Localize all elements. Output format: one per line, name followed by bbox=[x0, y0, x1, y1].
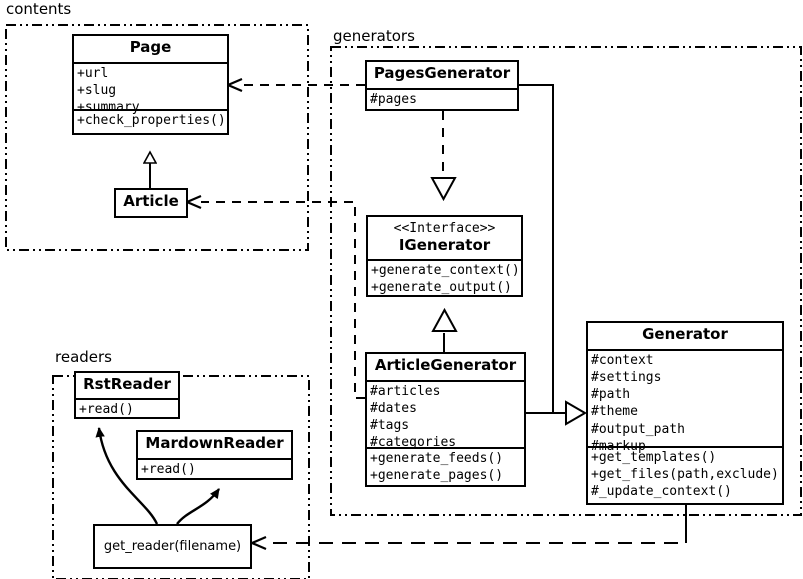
function-get-reader-label: get_reader(filename) bbox=[103, 539, 242, 554]
class-page-name: Page bbox=[129, 38, 172, 56]
class-rst-reader-methods: +read() bbox=[76, 398, 178, 417]
class-generator-name: Generator bbox=[642, 325, 728, 343]
attribute: #context bbox=[591, 353, 654, 368]
class-pages-generator-attributes: #pages bbox=[367, 88, 517, 109]
method: +read() bbox=[141, 462, 196, 477]
class-igenerator-label: IGenerator bbox=[398, 236, 491, 255]
connector-generator-uses-get-reader bbox=[249, 505, 687, 551]
method: +get_files(path,exclude) bbox=[591, 467, 779, 483]
class-rst-reader[interactable]: RstReader +read() bbox=[74, 371, 180, 419]
class-pages-generator-name: PagesGenerator bbox=[373, 64, 511, 82]
connector-pagesgenerator-realizes-igenerator bbox=[430, 111, 457, 202]
method: +generate_output() bbox=[371, 280, 512, 296]
connector-articlegenerator-realizes-igenerator bbox=[431, 307, 458, 352]
method: #_update_context() bbox=[591, 484, 732, 500]
connector-articlegenerator-uses-article bbox=[184, 194, 365, 399]
attribute: #tags bbox=[370, 418, 410, 434]
attribute: #dates bbox=[370, 401, 417, 417]
method: +check_properties() bbox=[77, 113, 226, 128]
connector-get-reader-returns-rstreader bbox=[95, 427, 159, 525]
method: +get_templates() bbox=[591, 450, 717, 465]
class-article-generator-name: ArticleGenerator bbox=[374, 356, 517, 374]
attribute: +slug bbox=[77, 83, 117, 99]
attribute: #categories bbox=[370, 435, 457, 451]
class-page[interactable]: Page +url +slug +summary +check_properti… bbox=[72, 34, 229, 135]
class-igenerator-stereotype: <<Interface>> bbox=[393, 221, 496, 236]
attribute: #output_path bbox=[591, 421, 685, 437]
class-article-name: Article bbox=[123, 192, 179, 210]
method: +generate_feeds() bbox=[370, 451, 504, 466]
attribute: #theme bbox=[591, 404, 638, 420]
package-label-generators: generators bbox=[333, 27, 415, 45]
class-pages-generator[interactable]: PagesGenerator #pages bbox=[365, 60, 519, 111]
class-mardown-reader[interactable]: MardownReader +read() bbox=[136, 430, 293, 480]
package-border-readers bbox=[52, 375, 310, 579]
class-mardown-reader-methods: +read() bbox=[138, 458, 291, 478]
class-rst-reader-name: RstReader bbox=[83, 375, 171, 393]
class-igenerator-methods: +generate_context() +generate_output() bbox=[368, 259, 521, 295]
class-igenerator-name: <<Interface>> IGenerator bbox=[368, 217, 521, 259]
attribute: #path bbox=[591, 387, 631, 403]
attribute: +url bbox=[77, 66, 109, 81]
class-article[interactable]: Article bbox=[114, 188, 188, 218]
package-border-generators bbox=[330, 46, 802, 516]
function-get-reader[interactable]: get_reader(filename) bbox=[93, 524, 252, 569]
attribute: #markup bbox=[591, 438, 646, 454]
class-page-methods: +check_properties() bbox=[74, 109, 227, 133]
class-generator-attributes: #context #settings #path #theme #output_… bbox=[588, 349, 782, 454]
attribute: #settings bbox=[591, 370, 662, 386]
package-label-readers: readers bbox=[55, 348, 112, 366]
connector-pagesgenerator-uses-page bbox=[225, 77, 365, 93]
class-article-generator-methods: +generate_feeds() +generate_pages() bbox=[367, 447, 524, 485]
package-border-contents bbox=[5, 24, 309, 251]
attribute: #pages bbox=[370, 92, 417, 107]
class-mardown-reader-name: MardownReader bbox=[145, 434, 284, 452]
class-article-generator[interactable]: ArticleGenerator #articles #dates #tags … bbox=[365, 352, 526, 487]
class-generator-methods: +get_templates() +get_files(path,exclude… bbox=[588, 446, 782, 503]
class-article-generator-attributes: #articles #dates #tags #categories bbox=[367, 380, 524, 450]
connector-get-reader-returns-mardownreader bbox=[176, 488, 220, 525]
class-page-attributes: +url +slug +summary bbox=[74, 62, 227, 115]
class-igenerator[interactable]: <<Interface>> IGenerator +generate_conte… bbox=[366, 215, 523, 297]
method: +generate_context() bbox=[371, 263, 520, 278]
package-label-contents: contents bbox=[6, 0, 72, 18]
attribute: #articles bbox=[370, 384, 441, 399]
method: +read() bbox=[79, 402, 134, 417]
attribute: +summary bbox=[77, 100, 140, 116]
connector-generators-extend-generator bbox=[519, 84, 587, 426]
class-generator[interactable]: Generator #context #settings #path #them… bbox=[586, 321, 784, 505]
method: +generate_pages() bbox=[370, 468, 504, 484]
